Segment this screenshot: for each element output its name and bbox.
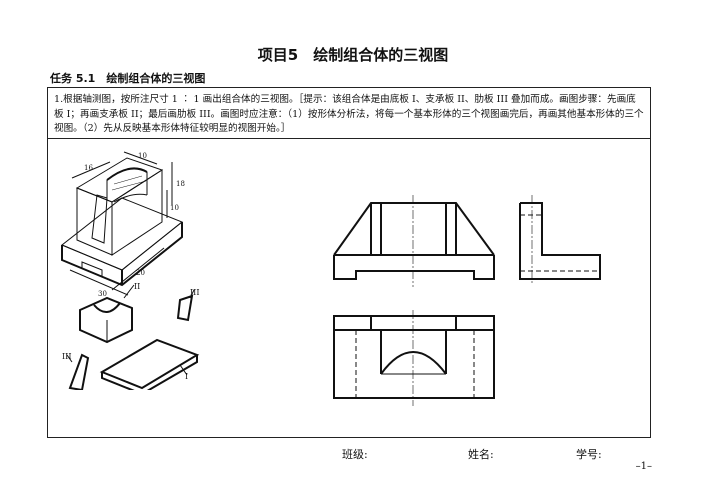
task-heading: 任务 5.1 绘制组合体的三视图 — [50, 72, 206, 85]
student-id-label: 学号: — [576, 448, 602, 461]
part-ii-drawing — [79, 296, 133, 344]
part-iii-left-drawing — [68, 353, 90, 390]
part-iii-right-drawing — [176, 294, 194, 322]
isometric-drawing: 16 10 18 10 20 30 — [61, 151, 200, 390]
side-view — [519, 195, 601, 285]
front-view — [333, 195, 495, 287]
dim-label: 10 — [138, 152, 147, 160]
assembled-isometric-view — [61, 151, 183, 296]
exercise-box: 1.根据轴测图，按所注尺寸 1 ∶ 1 画出组合体的三视图。［提示：该组合体是由… — [47, 87, 651, 438]
class-label: 班级: — [342, 448, 368, 461]
top-view — [333, 310, 495, 406]
dim-label: 30 — [98, 290, 107, 298]
part-label-ii: II — [134, 282, 141, 291]
part-label-iii-right: III — [190, 288, 200, 297]
dim-label: 10 — [170, 204, 179, 212]
part-i-drawing — [99, 338, 200, 390]
exercise-instruction: 1.根据轴测图，按所注尺寸 1 ∶ 1 画出组合体的三视图。［提示：该组合体是由… — [48, 88, 650, 139]
dim-label: 16 — [84, 164, 93, 172]
dim-label: 20 — [136, 269, 145, 277]
part-label-i: I — [185, 372, 189, 381]
page-title: 项目5 绘制组合体的三视图 — [257, 46, 449, 64]
dim-label: 18 — [176, 180, 185, 188]
part-label-iii-left: III — [62, 352, 72, 361]
name-label: 姓名: — [468, 448, 494, 461]
page-number: –1– — [635, 461, 652, 472]
